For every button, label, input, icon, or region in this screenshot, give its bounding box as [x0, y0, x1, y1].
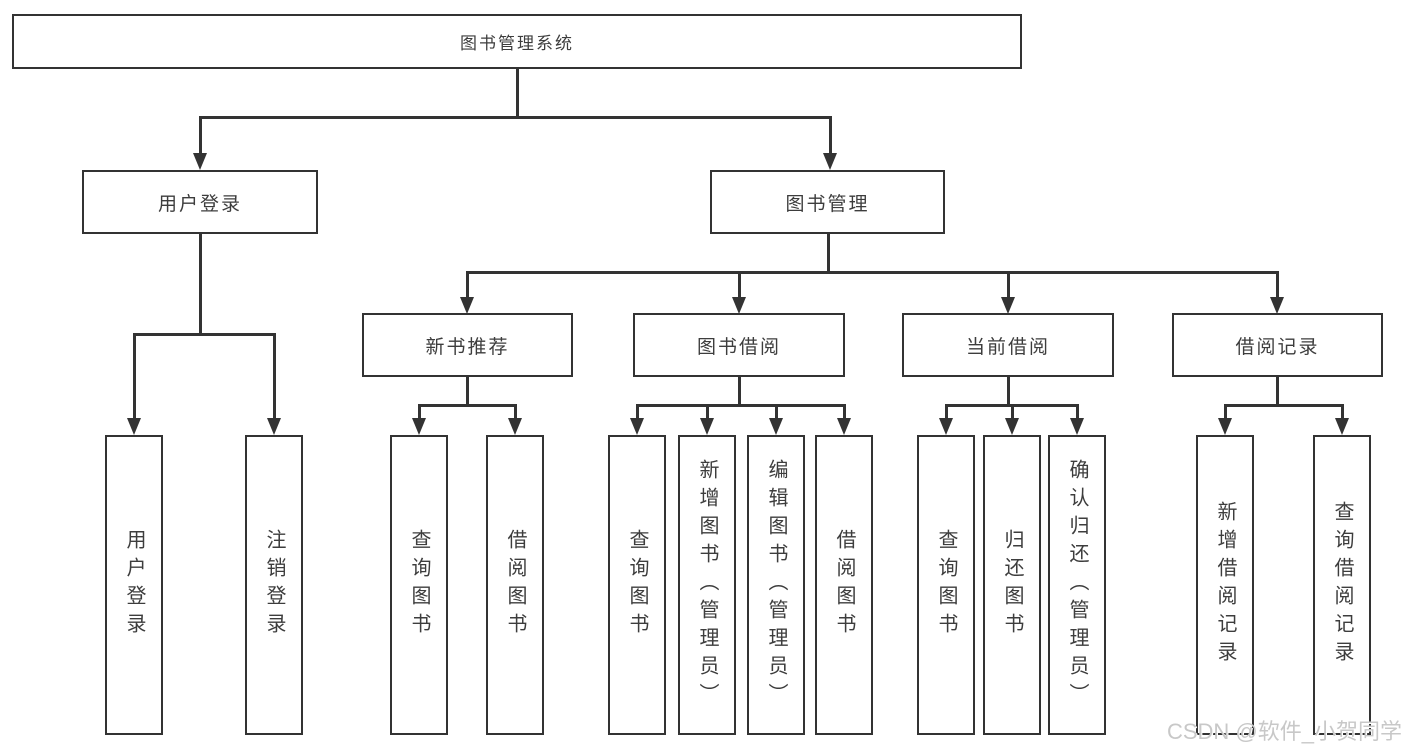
arrow-down-icon	[1270, 297, 1284, 314]
node-borrowing-records: 借阅记录	[1172, 313, 1383, 377]
leaf-edit-books-admin: 编辑图书（管理员）	[747, 435, 805, 735]
leaf-query-books-current: 查询图书	[917, 435, 975, 735]
leaf-confirm-return-admin: 确认归还（管理员）	[1048, 435, 1106, 735]
node-label: 查询图书	[408, 529, 430, 641]
leaf-query-borrow-record: 查询借阅记录	[1313, 435, 1371, 735]
arrow-down-icon	[732, 297, 746, 314]
connector-vline	[1076, 404, 1079, 420]
connector-hline	[133, 333, 276, 336]
connector-vline	[829, 116, 832, 154]
connector-vline	[945, 404, 948, 420]
connector-vline	[775, 404, 778, 420]
connector-vline	[466, 377, 469, 407]
node-label: 新书推荐	[425, 336, 510, 358]
node-label: 用户登录	[123, 529, 145, 641]
connector-vline	[738, 377, 741, 407]
leaf-borrow-books: 借阅图书	[815, 435, 873, 735]
arrow-down-icon	[630, 418, 644, 435]
node-label: 当前借阅	[965, 336, 1050, 358]
node-user-login-branch: 用户登录	[82, 170, 318, 234]
node-label: 注销登录	[263, 529, 285, 641]
leaf-add-borrow-record: 新增借阅记录	[1196, 435, 1254, 735]
arrow-down-icon	[939, 418, 953, 435]
connector-hline	[636, 404, 846, 407]
node-root-system: 图书管理系统	[12, 14, 1022, 69]
arrow-down-icon	[1218, 418, 1232, 435]
connector-vline	[1276, 377, 1279, 407]
arrow-down-icon	[508, 418, 522, 435]
connector-vline	[843, 404, 846, 420]
leaf-user-login: 用户登录	[105, 435, 163, 735]
node-book-management: 图书管理	[710, 170, 945, 234]
node-label: 借阅记录	[1235, 336, 1320, 358]
connector-vline	[1341, 404, 1344, 420]
node-label: 查询图书	[626, 529, 648, 641]
connector-vline	[827, 234, 830, 274]
connector-hline	[199, 116, 832, 119]
arrow-down-icon	[700, 418, 714, 435]
connector-vline	[636, 404, 639, 420]
node-label: 归还图书	[1001, 529, 1023, 641]
arrow-down-icon	[460, 297, 474, 314]
node-label: 新增借阅记录	[1214, 501, 1236, 669]
connector-hline	[1224, 404, 1344, 407]
connector-vline	[1007, 377, 1010, 407]
arrow-down-icon	[837, 418, 851, 435]
arrow-down-icon	[1335, 418, 1349, 435]
leaf-add-books-admin: 新增图书（管理员）	[678, 435, 736, 735]
connector-vline	[1007, 271, 1010, 298]
node-label: 用户登录	[157, 193, 242, 215]
leaf-return-books: 归还图书	[983, 435, 1041, 735]
connector-vline	[133, 333, 136, 419]
arrow-down-icon	[193, 153, 207, 170]
arrow-down-icon	[1070, 418, 1084, 435]
connector-vline	[1276, 271, 1279, 298]
arrow-down-icon	[412, 418, 426, 435]
arrow-down-icon	[267, 418, 281, 435]
connector-vline	[199, 116, 202, 154]
connector-vline	[706, 404, 709, 420]
arrow-down-icon	[1005, 418, 1019, 435]
connector-vline	[514, 404, 517, 420]
node-label: 图书管理	[785, 193, 870, 215]
connector-vline	[1011, 404, 1014, 420]
node-label: 确认归还（管理员）	[1066, 459, 1088, 711]
connector-vline	[199, 234, 202, 335]
arrow-down-icon	[823, 153, 837, 170]
node-current-borrowing: 当前借阅	[902, 313, 1114, 377]
node-label: 图书管理系统	[460, 34, 574, 53]
connector-hline	[418, 404, 517, 407]
arrow-down-icon	[1001, 297, 1015, 314]
connector-vline	[273, 333, 276, 419]
leaf-logout: 注销登录	[245, 435, 303, 735]
node-label: 图书借阅	[696, 336, 781, 358]
node-label: 编辑图书（管理员）	[765, 459, 787, 711]
arrow-down-icon	[127, 418, 141, 435]
node-new-book-recommend: 新书推荐	[362, 313, 573, 377]
connector-vline	[418, 404, 421, 420]
connector-hline	[466, 271, 1279, 274]
node-book-borrowing: 图书借阅	[633, 313, 845, 377]
node-label: 借阅图书	[504, 529, 526, 641]
arrow-down-icon	[769, 418, 783, 435]
leaf-borrow-books-recommend: 借阅图书	[486, 435, 544, 735]
node-label: 查询借阅记录	[1331, 501, 1353, 669]
node-label: 新增图书（管理员）	[696, 459, 718, 711]
node-label: 查询图书	[935, 529, 957, 641]
connector-vline	[1224, 404, 1227, 420]
leaf-query-books-recommend: 查询图书	[390, 435, 448, 735]
leaf-query-books-borrowing: 查询图书	[608, 435, 666, 735]
connector-vline	[516, 68, 519, 118]
node-label: 借阅图书	[833, 529, 855, 641]
connector-vline	[738, 271, 741, 298]
connector-vline	[466, 271, 469, 298]
